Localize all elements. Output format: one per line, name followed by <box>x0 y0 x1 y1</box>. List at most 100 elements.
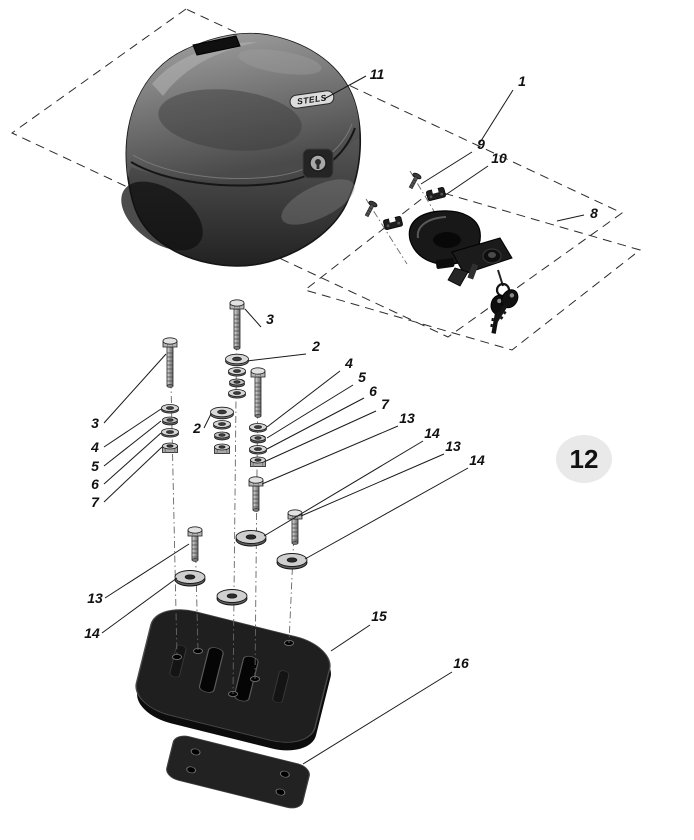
lock-screw-2 <box>362 199 379 219</box>
lock-guide-line-1 <box>409 170 451 239</box>
leader-6r <box>266 397 365 450</box>
leader-13r1 <box>261 425 399 485</box>
lock-clamp-1 <box>425 185 447 202</box>
callout-9: 9 <box>477 136 485 152</box>
key-2 <box>493 289 519 323</box>
washer-spring-m <box>214 431 230 441</box>
callout-7-right: 7 <box>381 396 390 412</box>
bolt-long-2 <box>229 299 245 350</box>
leader-10 <box>440 165 489 199</box>
leader-lines <box>101 75 585 765</box>
leader-13l <box>104 543 190 599</box>
axis-line-3 <box>254 367 259 680</box>
case-seam <box>130 127 356 187</box>
callout-14-r1: 14 <box>424 425 440 441</box>
washer-spring-l <box>162 416 178 426</box>
leader-4r <box>266 370 341 428</box>
callout-13-r2: 13 <box>445 438 461 454</box>
assembly-boundary-lock <box>303 189 642 351</box>
callout-11: 11 <box>370 66 385 82</box>
bolt-short-mid <box>248 476 264 512</box>
callout-4-left: 4 <box>90 439 99 455</box>
callout-16: 16 <box>453 655 469 671</box>
leader-14r2 <box>304 467 469 560</box>
washer-spring-c <box>229 378 245 388</box>
lock-guide-line-2 <box>365 198 408 265</box>
leader-16 <box>302 671 453 765</box>
bolt-long-3 <box>250 367 266 418</box>
case-lid-shade <box>158 89 302 151</box>
rubber-pad <box>166 735 310 809</box>
stels-logo-badge: STELS <box>289 90 335 109</box>
leader-3l <box>103 353 167 424</box>
case-body-shadow <box>121 181 203 251</box>
leader-15 <box>330 624 371 652</box>
washer-spring-r <box>250 434 266 444</box>
assembly-boundary-main <box>11 8 623 338</box>
washer-large-right <box>276 553 308 570</box>
washer-large-mid <box>235 530 267 547</box>
leader-9 <box>420 151 473 185</box>
nut-l <box>162 442 178 453</box>
washer-flat-l1 <box>161 404 179 414</box>
leader-8 <box>556 214 585 222</box>
callout-6-right: 6 <box>369 383 377 399</box>
lock-kit <box>362 170 519 334</box>
leader-5l <box>103 420 162 467</box>
callout-3-top: 3 <box>266 311 274 327</box>
pad-hole-3 <box>186 766 197 774</box>
bolt-short-left <box>187 526 203 562</box>
callout-5-left: 5 <box>91 458 99 474</box>
washer-flat-c2 <box>228 389 246 399</box>
axis-line-1 <box>169 337 178 658</box>
callout-2-right: 2 <box>311 338 320 354</box>
callout-6-left: 6 <box>91 476 99 492</box>
callout-14-r2: 14 <box>469 452 485 468</box>
leader-5r <box>266 384 354 439</box>
washer-flat-m1 <box>213 420 231 430</box>
bolt-long-1 <box>162 337 178 388</box>
pad-hole-4 <box>275 788 286 796</box>
leader-4l <box>103 408 162 448</box>
callout-1: 1 <box>518 73 526 89</box>
leader-3t <box>244 308 262 328</box>
mounting-plate <box>135 609 331 751</box>
callout-13-r1: 13 <box>399 410 415 426</box>
pad-hole-1 <box>190 748 201 756</box>
leader-1 <box>478 89 514 145</box>
nut-m <box>214 443 230 454</box>
plate-slot-1 <box>198 647 224 693</box>
leader-13r2 <box>300 453 445 517</box>
pad-hole-2 <box>279 770 290 778</box>
washer-flat-r1 <box>249 423 267 433</box>
callout-2-left: 2 <box>192 420 201 436</box>
leader-14r1 <box>263 440 424 537</box>
leader-2r <box>246 353 307 362</box>
callout-8: 8 <box>590 205 598 221</box>
callout-14-left: 14 <box>84 625 100 641</box>
callout-5-right: 5 <box>358 369 366 385</box>
case-lid-gloss <box>238 49 322 75</box>
plate-rib-1 <box>169 644 187 678</box>
washer-big-1 <box>210 406 234 420</box>
callout-10: 10 <box>491 150 507 166</box>
badge-number: 12 <box>570 444 599 474</box>
washer-large-center <box>216 589 248 606</box>
leader-6l <box>103 432 162 485</box>
case-body-gloss <box>281 179 355 225</box>
leader-11 <box>323 75 367 100</box>
plate-rib-2 <box>272 670 290 704</box>
lock-mechanism <box>447 237 513 287</box>
callout-4-right: 4 <box>344 355 353 371</box>
washer-flat-l2 <box>161 428 179 438</box>
washer-flat-r2 <box>249 445 267 455</box>
washer-large-left <box>174 570 206 587</box>
callouts: 11 1 9 10 8 3 2 4 5 6 7 13 14 13 14 3 4 … <box>84 66 598 671</box>
logo-text: STELS <box>296 92 327 106</box>
nut-r <box>250 456 266 467</box>
badge-circle <box>556 435 612 483</box>
leader-7r <box>265 410 377 462</box>
top-case: STELS <box>121 32 361 267</box>
leader-14l <box>101 577 178 634</box>
